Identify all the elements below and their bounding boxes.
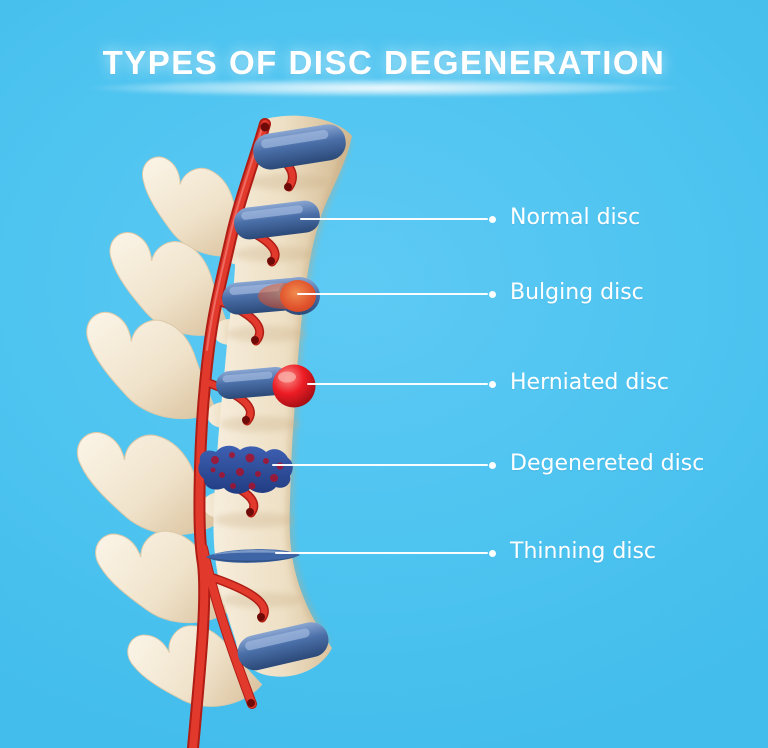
disc-label-bulging: Bulging disc bbox=[510, 280, 644, 305]
bulging-disc bbox=[222, 277, 320, 315]
leader-dot bbox=[489, 291, 496, 298]
leader-dot bbox=[489, 462, 496, 469]
leader-line bbox=[300, 218, 488, 220]
leader-line bbox=[275, 552, 488, 554]
bottom-disc bbox=[237, 622, 329, 671]
leader-line bbox=[307, 383, 488, 385]
disc-label-degenereted: Degenereted disc bbox=[510, 451, 705, 476]
vertebra-shading bbox=[214, 174, 330, 608]
top-disc bbox=[253, 124, 346, 170]
page-title: TYPES OF DISC DEGENERATION bbox=[102, 44, 666, 81]
leader-dot bbox=[489, 550, 496, 557]
disc-label-thinning: Thinning disc bbox=[510, 539, 657, 564]
disc-label-herniated: Herniated disc bbox=[510, 370, 670, 395]
leader-dot bbox=[489, 381, 496, 388]
artery-tips bbox=[242, 122, 292, 707]
normal-disc bbox=[234, 200, 320, 240]
degeneration-spots bbox=[210, 452, 284, 490]
herniated-disc bbox=[216, 364, 316, 408]
disc-label-normal: Normal disc bbox=[510, 205, 641, 230]
leader-line bbox=[297, 293, 488, 295]
herniation-ball bbox=[272, 364, 316, 408]
leader-line bbox=[272, 464, 488, 466]
degenerated-disc bbox=[198, 445, 293, 494]
leader-dot bbox=[489, 216, 496, 223]
